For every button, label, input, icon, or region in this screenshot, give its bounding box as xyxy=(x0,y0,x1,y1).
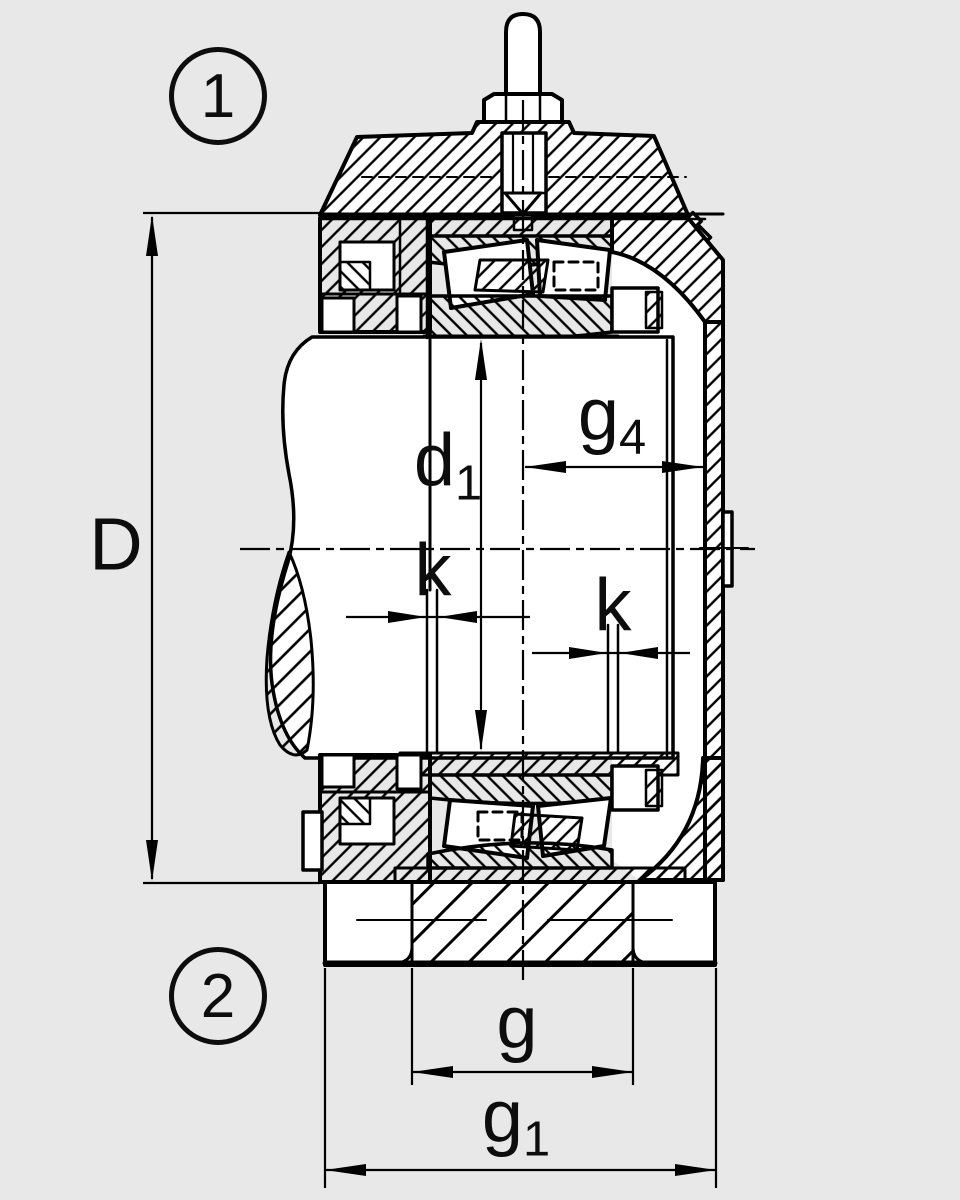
dim-d1 xyxy=(475,339,487,751)
housing-base xyxy=(322,880,718,967)
centerlines xyxy=(240,100,755,985)
lower-bearing xyxy=(393,751,687,884)
callout-2-number: 2 xyxy=(200,961,236,1031)
dim-g xyxy=(410,968,635,1085)
label-k-right: k xyxy=(594,563,632,647)
label-d1: d1 xyxy=(413,418,483,511)
shaft-break-hatch xyxy=(264,550,315,757)
label-g: g xyxy=(496,980,538,1064)
dim-k-left xyxy=(346,611,530,623)
dim-D xyxy=(143,211,320,885)
upper-seal-block xyxy=(318,216,432,334)
label-k-left: k xyxy=(414,528,452,612)
lower-seal-block xyxy=(301,753,432,884)
label-D: D xyxy=(89,502,143,586)
dim-g1 xyxy=(323,968,718,1188)
dim-k-right xyxy=(532,647,690,659)
label-g4: g4 xyxy=(577,372,647,465)
housing-part xyxy=(264,12,749,967)
callout-2: 2 xyxy=(169,947,267,1045)
callout-1: 1 xyxy=(169,47,267,145)
housing-cap xyxy=(318,120,690,232)
label-g1: g1 xyxy=(481,1074,551,1167)
callout-1-number: 1 xyxy=(200,61,236,131)
dimensions xyxy=(143,211,718,1188)
dim-g4 xyxy=(525,461,703,473)
